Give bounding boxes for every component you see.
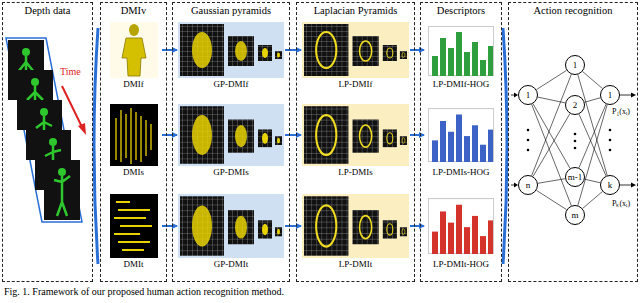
connector: [532, 104, 572, 205]
neuron-label: 2: [573, 100, 578, 110]
neuron-circle: m: [565, 205, 585, 225]
image-block: LP-DMIt: [302, 194, 409, 270]
image-area: [302, 194, 409, 258]
neuron-label: 1: [608, 90, 613, 100]
neuron-circle: k: [600, 175, 620, 195]
image-area: [178, 104, 284, 166]
neuron-circle: n: [518, 175, 538, 195]
connector: [532, 74, 572, 175]
dmi-images: [110, 22, 158, 258]
image-area: [178, 22, 284, 78]
neuron-label: m-1: [568, 172, 583, 182]
connector: [410, 134, 424, 136]
image-block: GP-DMIt: [178, 194, 284, 270]
panel-heading: DMIv: [101, 5, 166, 16]
stage-panel: Laplacian PyramidsLP-DMIfLP-DMIsLP-DMIt: [296, 2, 415, 282]
stage-panel: DescriptorsLP-DMIf-HOG LP-DMIs-HOG LP-DMIt…: [420, 2, 502, 282]
text-label: Time: [60, 66, 81, 77]
image-area: [178, 194, 284, 258]
image-block: GP-DMIs: [178, 104, 284, 178]
network-io: [511, 93, 636, 188]
image-block: LP-DMIf-HOG: [425, 22, 497, 90]
connector: [585, 98, 601, 103]
image-label: LP-DMIf-HOG: [433, 78, 490, 90]
image-label: GP-DMIs: [213, 166, 249, 178]
panel-heading: Gaussian pyramids: [173, 5, 289, 16]
neuron-circle: 2: [565, 95, 585, 115]
hog-histograms: [429, 27, 494, 255]
image-label: LP-DMIt: [339, 258, 373, 270]
stage-panel: Action recognition 1 n 1 2 m-1 m 1 k: [508, 2, 638, 282]
connector: [285, 134, 301, 136]
panel-heading: Descriptors: [421, 5, 501, 16]
stage-panel: Gaussian pyramidsGP-DMIfGP-DMIsGP-DMIt: [172, 2, 290, 282]
depth-frames: [6, 38, 82, 222]
connector: [583, 192, 603, 209]
image-area: [302, 22, 409, 78]
image-area: [425, 104, 497, 166]
neuron-circle: 1: [600, 85, 620, 105]
image-block: LP-DMIs-HOG: [425, 104, 497, 178]
connector: [162, 49, 177, 51]
neuron-label: n: [526, 180, 531, 190]
panel-heading: Laplacian Pyramids: [297, 5, 414, 16]
neuron-label: 1: [526, 90, 531, 100]
connector: [533, 114, 570, 177]
connector: [538, 179, 565, 184]
time-arrow: [62, 86, 86, 135]
image-label: DMIf: [123, 78, 144, 90]
connector: [536, 70, 566, 89]
connector: [585, 179, 601, 183]
connector: [162, 225, 177, 227]
image-area: [106, 104, 161, 166]
image-block: DMIs: [106, 104, 161, 178]
image-label: DMIt: [124, 258, 144, 270]
image-label: GP-DMIt: [214, 258, 249, 270]
image-label: LP-DMIs-HOG: [433, 166, 490, 178]
neuron-label: m: [571, 210, 578, 220]
image-area: [302, 104, 409, 166]
laplacian-pyramids: [302, 22, 409, 258]
connector: [410, 49, 424, 51]
connector: [410, 225, 424, 227]
image-block: DMIt: [106, 194, 161, 270]
image-block: LP-DMIt-HOG: [425, 194, 497, 270]
image-label: LP-DMIf: [339, 78, 373, 90]
connector: [579, 114, 606, 176]
connector: [583, 72, 603, 89]
image-block: DMIf: [106, 22, 161, 90]
neuron-label: k: [608, 180, 613, 190]
image-area: [106, 22, 161, 78]
image-block: LP-DMIs: [302, 104, 409, 178]
image-label: LP-DMIs: [338, 166, 373, 178]
panel-heading: Depth data: [3, 5, 92, 16]
image-area: [425, 22, 497, 78]
panel-heading: Action recognition: [509, 5, 637, 16]
neuron-circle: 1: [565, 55, 585, 75]
neuron-circle: 1: [518, 85, 538, 105]
image-block: GP-DMIf: [178, 22, 284, 90]
image-block: LP-DMIf: [302, 22, 409, 90]
neuron-label: 1: [573, 60, 578, 70]
neuron-circle: m-1: [565, 167, 585, 187]
connector: [285, 49, 301, 51]
stage-panel: DMIvDMIfDMIsDMIt: [100, 2, 167, 282]
stage-panel: Depth data: [2, 2, 93, 282]
image-area: [425, 194, 497, 258]
image-label: GP-DMIf: [214, 78, 249, 90]
text-label: P₁(xᵢ): [612, 107, 630, 116]
connector: [536, 190, 566, 209]
connector: [162, 134, 177, 136]
image-area: [106, 194, 161, 258]
image-label: DMIs: [123, 166, 144, 178]
connector: [285, 225, 301, 227]
image-label: LP-DMIt-HOG: [433, 258, 489, 270]
gaussian-pyramids: [178, 22, 284, 258]
text-label: Pₖ(xᵢ): [612, 197, 630, 208]
figure-caption: Fig. 1. Framework of our proposed human …: [4, 286, 284, 297]
